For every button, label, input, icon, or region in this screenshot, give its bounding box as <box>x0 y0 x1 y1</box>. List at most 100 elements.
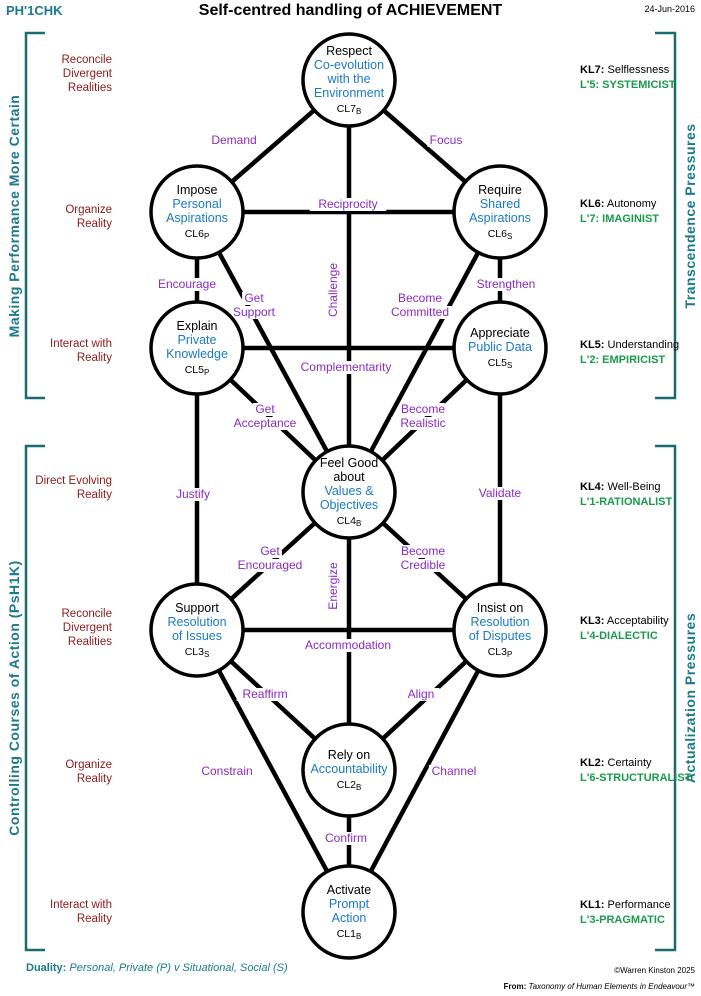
node-object: of Disputes <box>469 629 532 643</box>
node-circle <box>149 300 245 396</box>
left-bracket-top <box>24 31 45 400</box>
node-object: Environment <box>314 86 385 100</box>
edge-label-text: Committed <box>391 305 449 319</box>
kl-level: L'5: SYSTEMICIST <box>580 79 676 91</box>
kl-name: Certainty <box>607 757 652 769</box>
level-top-1: Reconcile Divergent Realities <box>30 53 113 95</box>
node-code-sub: B <box>356 783 361 792</box>
node-circle <box>301 444 397 540</box>
edge-cl6s-cl4 <box>347 210 502 494</box>
edge-label-text: Channel <box>432 764 477 778</box>
level-top-3: Interact with Reality <box>30 337 112 365</box>
node-verb: Support <box>175 601 219 615</box>
node-code-sub: B <box>356 932 361 941</box>
node-object: Shared <box>480 197 520 211</box>
edge-label-energize: Energize <box>326 557 340 615</box>
level-text: Organize Reality <box>65 759 112 785</box>
level-text: Organize Reality <box>65 204 112 230</box>
node-object: Aspirations <box>469 211 531 225</box>
level-text: Direct Evolving Reality <box>35 475 112 501</box>
kl4: KL4: Well-Being L'1-RATIONALIST <box>580 480 672 510</box>
edge-label-text: Encourage <box>158 277 216 291</box>
edge-label-text: Constrain <box>201 764 252 778</box>
level-top-2: Organize Reality <box>30 203 112 231</box>
date: 24-Jun-2016 <box>644 4 695 14</box>
node-circle <box>301 722 397 818</box>
kl-name: Acceptability <box>606 615 669 627</box>
kl-code: KL4: <box>580 481 605 493</box>
edge-label-text: Get <box>260 544 280 558</box>
edge-cl6p-cl4 <box>195 210 351 494</box>
edge-label-text: Get <box>244 291 264 305</box>
edge-label-text: Strengthen <box>477 277 536 291</box>
node-object: Resolution <box>470 615 529 629</box>
kl-level: L'1-RATIONALIST <box>580 496 673 508</box>
node-circle <box>301 32 397 128</box>
node-code-sub: S <box>204 650 209 659</box>
edge-label-text: Become <box>401 402 445 416</box>
node-code-sub: S <box>507 361 512 370</box>
edge-label-text: Justify <box>176 487 210 501</box>
kl3: KL3: Acceptability L'4-DIALECTIC <box>580 614 669 644</box>
node-circle <box>149 582 245 678</box>
node-object: Prompt <box>329 897 370 911</box>
node-verb: Explain <box>177 319 218 333</box>
node-code-sub: B <box>356 107 361 116</box>
kl-level: L'7: IMAGINIST <box>580 213 660 225</box>
edge-label-text: Confirm <box>325 831 367 845</box>
node-circle <box>452 164 548 260</box>
edge-label-text: Credible <box>401 558 446 572</box>
node-code: CL6P <box>185 228 210 241</box>
level-bottom-3: Organize Reality <box>30 758 112 786</box>
node-object: Values & <box>324 484 374 498</box>
node-code: CL5S <box>488 357 513 370</box>
edge-label-text: Focus <box>430 133 463 147</box>
kl-code: KL3: <box>580 615 605 627</box>
edge-label-text: Accommodation <box>305 638 391 652</box>
node-object: Private <box>178 333 217 347</box>
edge-label-text: Reaffirm <box>242 687 287 701</box>
level-text: Reconcile Divergent Realities <box>61 608 113 648</box>
left-band-top-label: Making Performance More Certain <box>6 94 22 338</box>
kl-code: KL2: <box>580 757 605 769</box>
right-bracket-bottom <box>655 444 677 952</box>
node-code: CL6S <box>488 228 513 241</box>
kl6: KL6: Autonomy L'7: IMAGINIST <box>580 197 659 227</box>
edge-label-text: Get <box>255 402 275 416</box>
node-verb: Respect <box>326 44 372 58</box>
kl-name: Selflessness <box>607 64 670 76</box>
edge-label-reciprocity: Reciprocity <box>309 197 387 211</box>
edge-label-text: Challenge <box>326 263 340 317</box>
edge-label-text: Reciprocity <box>318 197 377 211</box>
kl1: KL1: Performance L'3-PRAGMATIC <box>580 898 671 928</box>
level-bottom-1: Direct Evolving Reality <box>30 474 112 502</box>
level-text: Interact with Reality <box>50 338 112 364</box>
page-title: Self-centred handling of ACHIEVEMENT <box>198 2 503 19</box>
kl7: KL7: Selflessness L'5: SYSTEMICIST <box>580 63 676 93</box>
node-circle <box>301 864 397 960</box>
kl-name: Autonomy <box>606 198 657 210</box>
source: From: Taxonomy of Human Elements in Ende… <box>504 982 695 991</box>
level-text: Interact with Reality <box>50 899 112 925</box>
edge-label-text: Complementarity <box>301 360 392 374</box>
right-band-top-label: Transcendence Pressures <box>682 123 698 309</box>
node-code: CL3P <box>488 646 513 659</box>
kl-code: KL5: <box>580 339 605 351</box>
kl-code: KL6: <box>580 198 605 210</box>
edge-label-text: Demand <box>211 133 256 147</box>
edge-label-strengthen: Strengthen <box>471 277 541 291</box>
node-code: CL2B <box>337 779 362 792</box>
